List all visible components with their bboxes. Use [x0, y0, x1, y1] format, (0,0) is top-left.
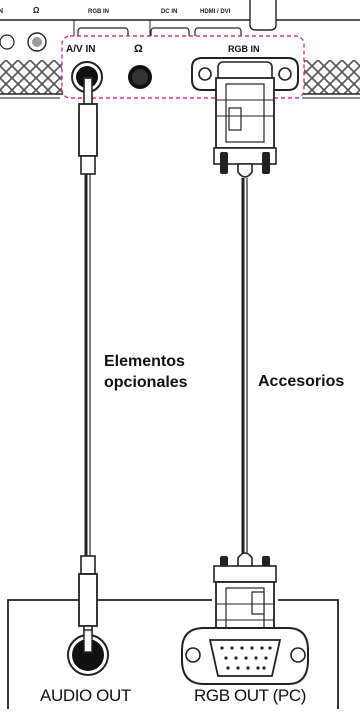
- audio-out-label: AUDIO OUT: [40, 686, 131, 705]
- optional-items-caption-line2: opcionales: [104, 374, 188, 391]
- audio-out-jack: [67, 629, 109, 676]
- panel-label-headphone: Ω: [33, 6, 40, 15]
- pc-panel: [7, 599, 339, 709]
- panel-notch: [249, 0, 277, 31]
- av-in-label: A/V IN: [66, 44, 95, 55]
- vent-right: [300, 60, 360, 94]
- panel-label-dc-in: DC IN: [161, 9, 177, 15]
- headphone-jack: [128, 65, 152, 89]
- panel-label-n: N: [0, 8, 3, 15]
- vent-left: [0, 60, 62, 94]
- audio-cable: [78, 77, 98, 651]
- rgb-out-label: RGB OUT (PC): [194, 686, 307, 705]
- optional-items-caption-line1: Elementos: [104, 353, 185, 370]
- rgb-in-label: RGB IN: [228, 44, 260, 54]
- headphone-port-label: Ω: [134, 43, 143, 55]
- panel-label-hdmi-dvi: HDMI / DVI: [200, 9, 231, 15]
- panel-label-rgb-in: RGB IN: [88, 9, 109, 15]
- accessories-caption: Accesorios: [258, 373, 345, 390]
- rgb-cable: [213, 77, 277, 643]
- rgb-out-port: [181, 627, 309, 685]
